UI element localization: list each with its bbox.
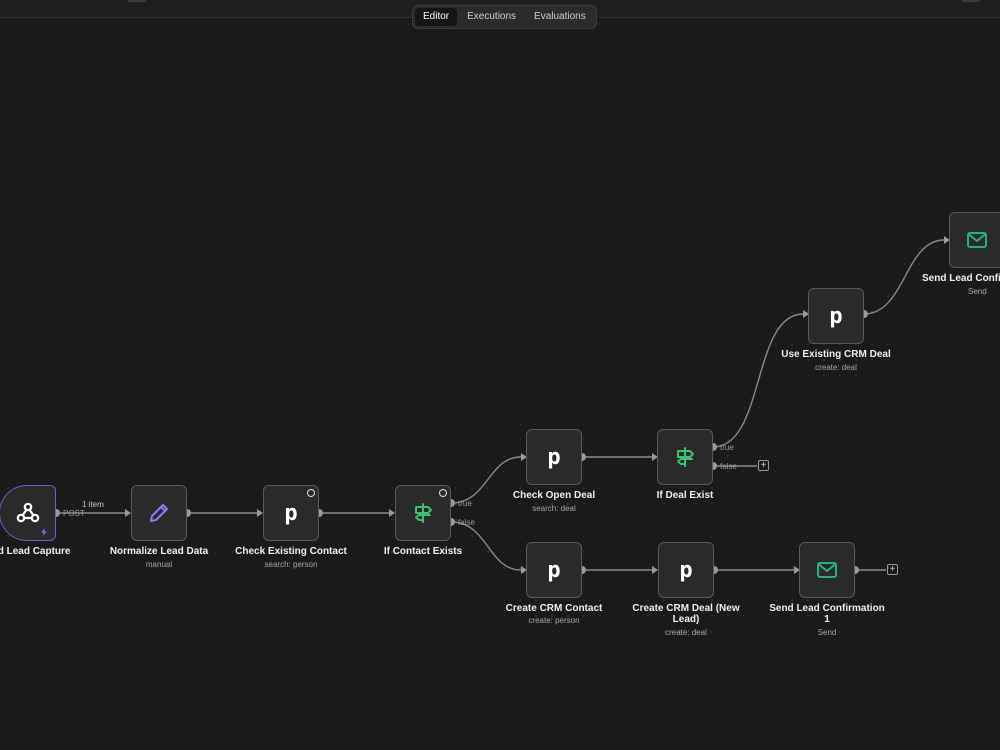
node-if-deal-exist[interactable] — [657, 429, 713, 485]
node-check-open-deal[interactable]: p — [526, 429, 582, 485]
pipedrive-icon: p — [547, 444, 561, 470]
node-create-crm-deal[interactable]: p — [658, 542, 714, 598]
tab-executions[interactable]: Executions — [467, 11, 517, 22]
node-label-create-contact: Create CRM Contact — [505, 603, 603, 614]
node-lead-capture[interactable] — [0, 485, 56, 541]
node-label-lead-capture: und Lead Capture — [0, 546, 71, 557]
node-sub-check-deal: search: deal — [532, 504, 576, 513]
node-if-contact-exists[interactable] — [395, 485, 451, 541]
pipedrive-icon: p — [547, 557, 561, 583]
top-bar-marker — [962, 0, 980, 2]
refresh-icon — [439, 489, 447, 497]
node-label-use-deal: Use Existing CRM Deal — [781, 349, 891, 360]
port-label-false: false — [720, 462, 737, 471]
signpost-icon — [677, 447, 694, 467]
node-send-lead-confirmation-1[interactable] — [799, 542, 855, 598]
port-label-true: true — [720, 443, 734, 452]
port-label-post: POST — [63, 509, 85, 518]
edge-ifdeal-true-usedeal — [712, 313, 804, 448]
node-label-create-deal: Create CRM Deal (New Lead) — [632, 603, 740, 625]
node-label-if-contact: If Contact Exists — [383, 546, 463, 557]
node-sub-use-deal: create: deal — [815, 363, 857, 372]
edge-arrowheads — [125, 236, 950, 574]
node-label-normalize: Normalize Lead Data — [109, 546, 209, 557]
view-tabs: Editor Executions Evaluations — [412, 5, 597, 29]
tab-editor[interactable]: Editor — [415, 8, 458, 26]
node-label-check-contact: Check Existing Contact — [235, 546, 347, 557]
node-label-check-deal: Check Open Deal — [512, 490, 596, 501]
node-sub-create-deal: create: deal — [665, 628, 707, 637]
tab-evaluations[interactable]: Evaluations — [534, 11, 586, 22]
node-sub-create-contact: create: person — [528, 616, 580, 625]
mail-icon — [817, 562, 837, 578]
add-node-button[interactable]: + — [887, 564, 898, 575]
node-label-send-top: Send Lead Confirm — [922, 273, 1000, 284]
mail-icon — [967, 232, 987, 248]
pipedrive-icon: p — [829, 303, 843, 329]
node-label-if-deal: If Deal Exist — [656, 490, 714, 501]
node-normalize-lead-data[interactable] — [131, 485, 187, 541]
node-label-send-bottom: Send Lead Confirmation 1 — [769, 603, 885, 625]
edge-usedeal-sendtop — [863, 239, 945, 315]
lightning-icon — [41, 528, 47, 536]
node-use-existing-crm-deal[interactable]: p — [808, 288, 864, 344]
signpost-icon — [415, 503, 432, 523]
pencil-icon — [150, 504, 168, 522]
webhook-icon — [16, 502, 39, 523]
node-sub-send-top: Send — [968, 287, 987, 296]
edge-if-true-checkdeal — [450, 456, 522, 504]
node-sub-normalize: manual — [145, 560, 173, 569]
port-label-true: true — [458, 499, 472, 508]
add-node-button[interactable]: + — [758, 460, 769, 471]
node-send-lead-confirmation[interactable] — [949, 212, 1000, 268]
top-bar-marker — [128, 0, 146, 2]
port-label-false: false — [458, 518, 475, 527]
node-sub-send-bottom: Send — [817, 628, 837, 637]
edge-if-false-createcontact — [450, 521, 522, 571]
pipedrive-icon: p — [679, 557, 693, 583]
refresh-icon — [307, 489, 315, 497]
edge-item-count: 1 item — [82, 500, 104, 509]
node-check-existing-contact[interactable]: p — [263, 485, 319, 541]
pipedrive-icon: p — [284, 500, 298, 526]
node-sub-check-contact: search: person — [264, 560, 318, 569]
node-create-crm-contact[interactable]: p — [526, 542, 582, 598]
